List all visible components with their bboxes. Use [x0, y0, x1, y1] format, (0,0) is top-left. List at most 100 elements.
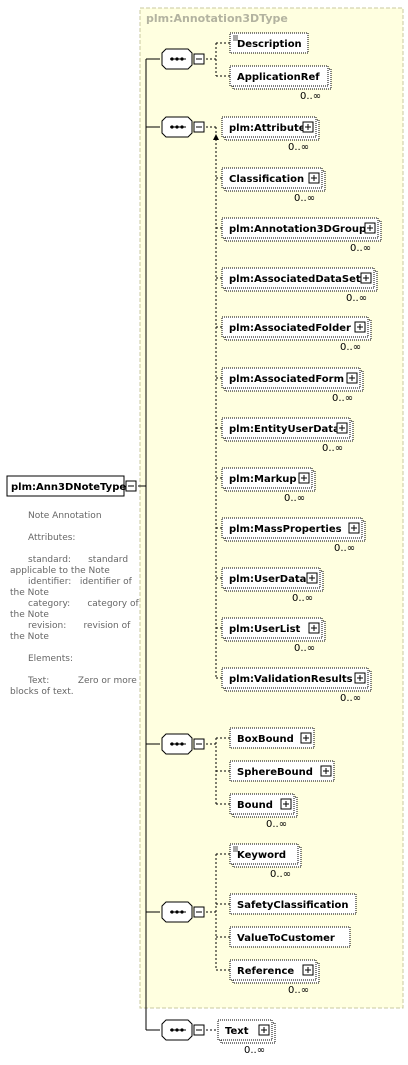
element-label: plm:AssociatedDataSet — [229, 274, 361, 285]
expand-icon[interactable] — [346, 372, 358, 384]
collapse-icon[interactable] — [193, 53, 205, 65]
root-element[interactable]: plm:Ann3DNoteType — [6, 475, 137, 497]
element-text[interactable]: Text 0..∞ — [217, 1019, 276, 1056]
element-attribute[interactable]: plm:Attribute 0..∞ — [221, 116, 320, 153]
multiplicity-label: 0..∞ — [334, 543, 355, 554]
expand-icon[interactable] — [364, 222, 376, 234]
multiplicity-label: 0..∞ — [294, 643, 315, 654]
element-keyword[interactable]: Keyword 0..∞ — [229, 843, 302, 880]
documentation-line: the Note — [10, 610, 49, 620]
collapse-icon[interactable] — [193, 738, 205, 750]
element-label: plm:Annotation3DGroup — [229, 224, 366, 235]
collapse-icon[interactable] — [193, 906, 205, 918]
element-label: plm:UserData — [229, 574, 306, 585]
arrow-icon — [213, 134, 219, 140]
documentation-line: the Note — [10, 632, 49, 642]
expand-icon[interactable] — [308, 172, 320, 184]
root-element-label: plm:Ann3DNoteType — [11, 482, 126, 493]
multiplicity-label: 0..∞ — [270, 869, 291, 880]
expand-icon[interactable] — [320, 765, 332, 777]
element-label: plm:Attribute — [229, 123, 306, 134]
element-annotation3d-group[interactable]: plm:Annotation3DGroup 0..∞ — [221, 217, 382, 254]
multiplicity-label: 0..∞ — [340, 342, 361, 353]
element-label: plm:AssociatedForm — [229, 374, 344, 385]
multiplicity-label: 0..∞ — [300, 91, 321, 102]
expand-icon[interactable] — [336, 422, 348, 434]
expand-icon[interactable] — [354, 672, 366, 684]
element-sphere-bound[interactable]: SphereBound — [229, 760, 335, 782]
element-application-ref[interactable]: ApplicationRef 0..∞ — [229, 65, 332, 102]
documentation-line: identifier: identifier of — [28, 577, 132, 587]
expand-icon[interactable] — [302, 964, 314, 976]
collapse-icon[interactable] — [125, 480, 137, 492]
expand-icon[interactable] — [258, 1024, 270, 1036]
element-box-bound[interactable]: BoxBound — [229, 727, 315, 749]
element-label: plm:EntityUserData — [229, 424, 340, 435]
multiplicity-label: 0..∞ — [322, 443, 343, 454]
multiplicity-label: 0..∞ — [244, 1045, 265, 1056]
element-associated-folder[interactable]: plm:AssociatedFolder 0..∞ — [221, 316, 372, 353]
multiplicity-label: 0..∞ — [284, 493, 305, 504]
expand-icon[interactable] — [280, 798, 292, 810]
documentation-line: standard: standard — [28, 555, 129, 565]
element-markup[interactable]: plm:Markup 0..∞ — [221, 467, 316, 504]
documentation-line: revision: revision of — [28, 621, 131, 631]
element-label: plm:AssociatedFolder — [229, 323, 351, 334]
element-label: plm:ValidationResults — [229, 674, 353, 685]
collapse-icon[interactable] — [193, 121, 205, 133]
multiplicity-label: 0..∞ — [332, 393, 353, 404]
documentation-icon — [233, 35, 238, 41]
expand-icon[interactable] — [360, 272, 372, 284]
expand-icon[interactable] — [348, 522, 360, 534]
element-label: ApplicationRef — [237, 72, 320, 83]
element-label: Keyword — [237, 850, 286, 861]
element-reference[interactable]: Reference 0..∞ — [229, 959, 320, 996]
multiplicity-label: 0..∞ — [288, 985, 309, 996]
sequence-compositor[interactable] — [161, 116, 205, 138]
documentation-line: Elements: — [28, 654, 73, 664]
expand-icon[interactable] — [302, 121, 314, 133]
element-label: SphereBound — [237, 767, 313, 778]
expand-icon[interactable] — [306, 572, 318, 584]
type-group-label: plm:Annotation3DType — [146, 12, 288, 25]
documentation-line: Text: Zero or more — [28, 676, 137, 686]
sequence-compositor[interactable] — [161, 1019, 205, 1041]
sequence-compositor[interactable] — [161, 733, 205, 755]
documentation-line: blocks of text. — [10, 687, 74, 697]
element-label: Text — [225, 1026, 249, 1037]
element-associated-data-set[interactable]: plm:AssociatedDataSet 0..∞ — [221, 267, 378, 304]
element-description[interactable]: Description — [229, 32, 309, 54]
sequence-compositor[interactable] — [161, 48, 205, 70]
element-value-to-customer[interactable]: ValueToCustomer — [229, 926, 351, 948]
connectors — [138, 58, 160, 1031]
multiplicity-label: 0..∞ — [346, 293, 367, 304]
expand-icon[interactable] — [298, 472, 310, 484]
element-label: plm:Markup — [229, 474, 297, 485]
dashed-connectors — [206, 42, 230, 1031]
element-mass-properties[interactable]: plm:MassProperties 0..∞ — [221, 517, 366, 554]
documentation-line: Attributes: — [28, 533, 76, 543]
element-label: plm:MassProperties — [229, 524, 342, 535]
multiplicity-label: 0..∞ — [350, 243, 371, 254]
element-label: Bound — [237, 800, 273, 811]
expand-icon[interactable] — [308, 622, 320, 634]
collapse-icon[interactable] — [193, 1024, 205, 1036]
element-entity-user-data[interactable]: plm:EntityUserData 0..∞ — [221, 417, 354, 454]
element-label: Classification — [229, 174, 304, 185]
element-label: SafetyClassification — [237, 900, 349, 911]
multiplicity-label: 0..∞ — [266, 819, 287, 830]
element-associated-form[interactable]: plm:AssociatedForm 0..∞ — [221, 367, 364, 404]
sequence-compositor[interactable] — [161, 901, 205, 923]
element-safety-classification[interactable]: SafetyClassification — [229, 893, 357, 915]
expand-icon[interactable] — [300, 732, 312, 744]
element-bound[interactable]: Bound 0..∞ — [229, 793, 298, 830]
expand-icon[interactable] — [354, 321, 366, 333]
multiplicity-label: 0..∞ — [288, 142, 309, 153]
element-label: BoxBound — [237, 734, 294, 745]
element-label: Reference — [237, 966, 294, 977]
